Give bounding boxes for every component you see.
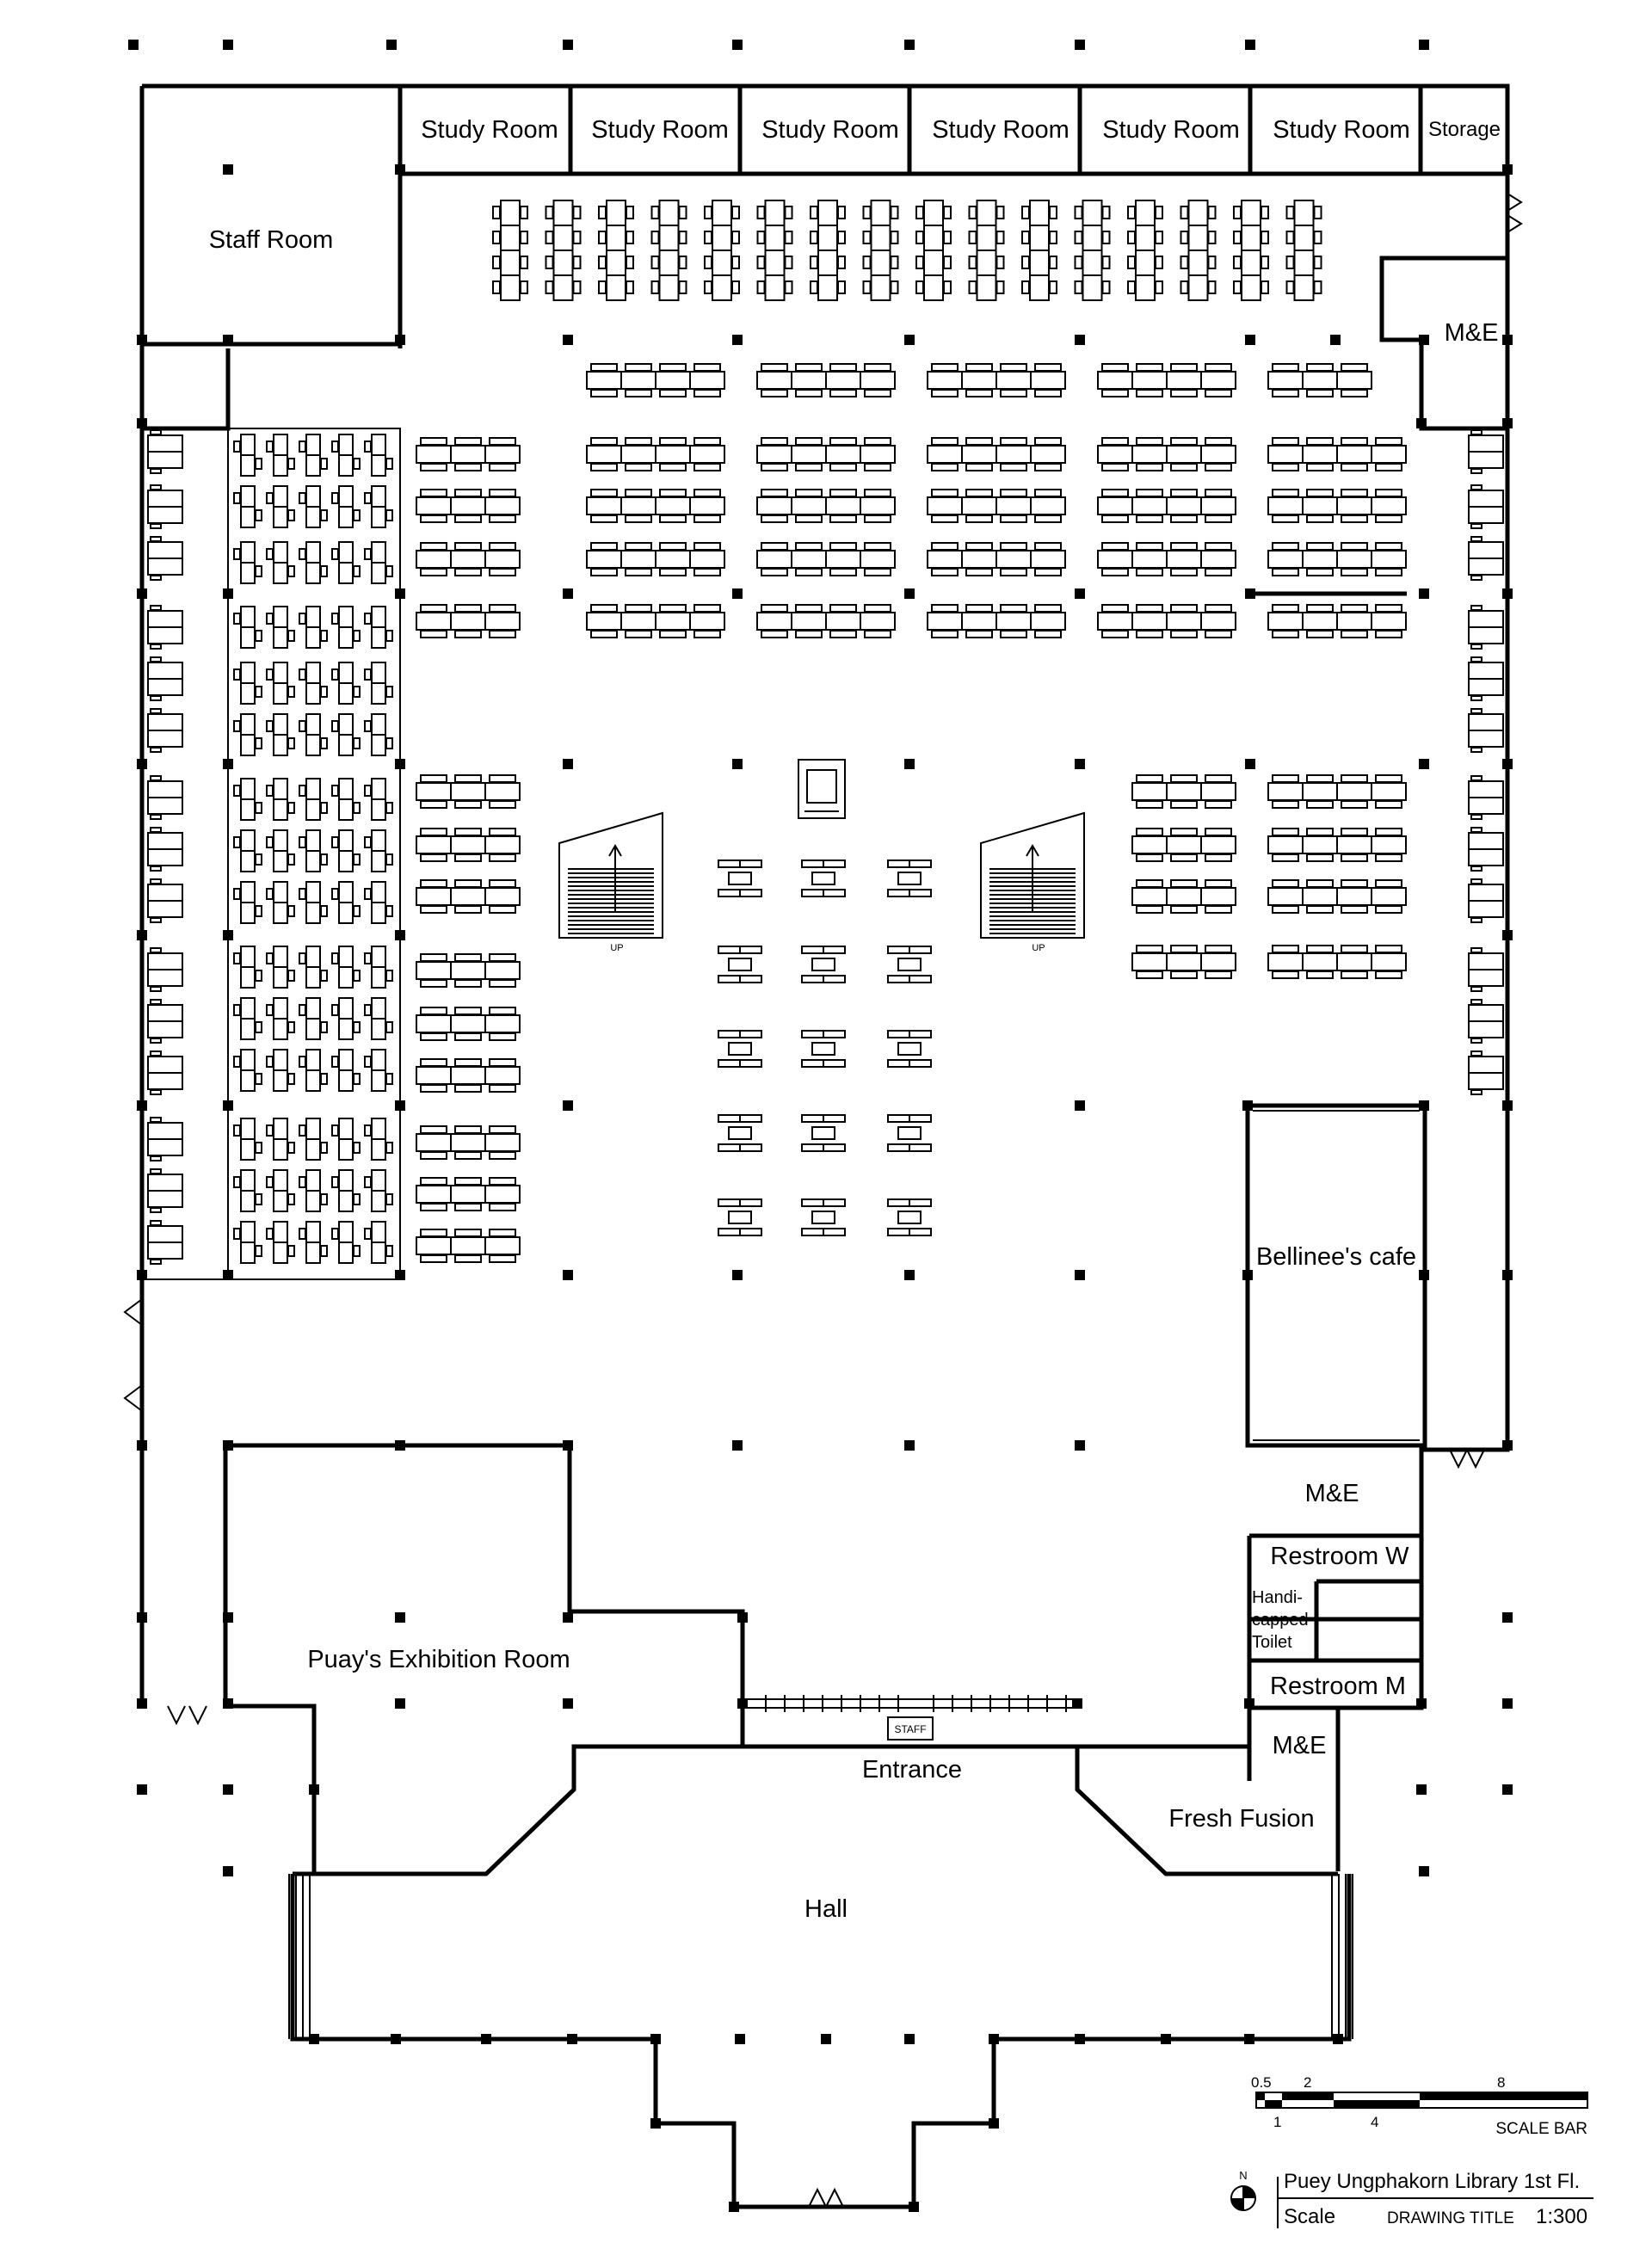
me-mid-label: M&E — [1305, 1480, 1359, 1507]
me-low-label: M&E — [1273, 1732, 1327, 1759]
furniture — [147, 200, 1504, 1712]
scale-label: Scale — [1284, 2205, 1335, 2228]
title-block: N Puey Ungphakorn Library 1st Fl. Scale … — [1230, 2169, 1593, 2228]
handicapped-3: Toilet — [1252, 1633, 1292, 1652]
entrance-label: Entrance — [862, 1756, 962, 1784]
fresh-fusion-label: Fresh Fusion — [1168, 1805, 1314, 1833]
staff-label: STAFF — [894, 1723, 926, 1735]
scale-bar-label: SCALE BAR — [1495, 2120, 1587, 2138]
stair-right-label: UP — [1032, 943, 1045, 953]
me-top-label: M&E — [1445, 319, 1499, 347]
doors — [123, 193, 1523, 2208]
scale-bar: 0.5 2 8 1 4 SCALE BAR — [1251, 2074, 1588, 2138]
walls — [139, 83, 1510, 2209]
restroom-m-label: Restroom M — [1270, 1673, 1406, 1700]
stair-left-label: UP — [610, 943, 623, 953]
study-room-2: Study Room — [591, 116, 729, 144]
study-room-6: Study Room — [1273, 116, 1410, 144]
scale-tick-4: 4 — [1371, 2114, 1378, 2130]
hall-label: Hall — [804, 1895, 848, 1923]
study-room-1: Study Room — [421, 116, 558, 144]
bellinee-label: Bellinee's cafe — [1256, 1243, 1416, 1271]
north-label: N — [1239, 2169, 1247, 2182]
study-room-4: Study Room — [932, 116, 1069, 144]
drawing-title: Puey Ungphakorn Library 1st Fl. — [1284, 2170, 1580, 2193]
staff-room-label: Staff Room — [209, 226, 334, 254]
info-desk — [798, 759, 846, 819]
scale-tick-2: 2 — [1304, 2074, 1311, 2091]
scale-value: 1:300 — [1536, 2205, 1587, 2228]
room-labels: Study Room Study Room Study Room Study R… — [209, 116, 1501, 1923]
scale-tick-8: 8 — [1497, 2074, 1505, 2091]
storage-label: Storage — [1428, 118, 1501, 141]
study-room-3: Study Room — [761, 116, 899, 144]
restroom-w-label: Restroom W — [1270, 1543, 1409, 1570]
drawing-title-label: DRAWING TITLE — [1387, 2209, 1514, 2227]
stair-left: UP — [558, 811, 663, 953]
study-room-5: Study Room — [1102, 116, 1240, 144]
scale-tick-1: 1 — [1273, 2114, 1281, 2130]
handicapped-2: capped — [1252, 1611, 1309, 1630]
exhibition-label: Puay's Exhibition Room — [307, 1646, 570, 1673]
handicapped-1: Handi- — [1252, 1588, 1303, 1607]
stair-right: UP — [980, 811, 1085, 953]
scale-tick-05: 0.5 — [1251, 2074, 1272, 2091]
